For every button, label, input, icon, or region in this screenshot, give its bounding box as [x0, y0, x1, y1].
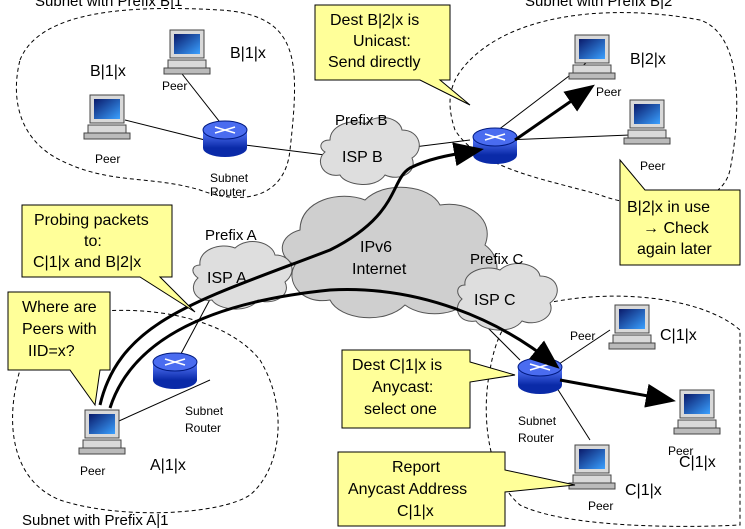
peer-b1-top-icon — [163, 29, 211, 75]
router-b1-label-1: Subnet — [210, 171, 249, 185]
internet-label-2: Internet — [352, 261, 407, 278]
callout-in-use-line1: B|2|x in use — [627, 199, 710, 216]
computers — [78, 29, 721, 490]
isp-c-label: ISP C — [474, 292, 516, 309]
callout-where-peers-line3: IID=x? — [28, 343, 75, 360]
callout-in-use-line2: → Check — [643, 220, 710, 237]
callout-dest-b2x-line3: Send directly — [328, 54, 421, 71]
subnet-b2-title: Subnet with Prefix B|2 — [525, 0, 672, 10]
router-c1-label-1: Subnet — [518, 414, 557, 428]
isp-a-label: ISP A — [207, 270, 247, 287]
router-a1-label-2: Router — [185, 421, 221, 435]
callout-in-use: B|2|x in use → Check again later — [619, 158, 741, 266]
peer-c1-right-peer: Peer — [668, 444, 693, 458]
subnet-a1-title: Subnet with Prefix A|1 — [22, 512, 168, 529]
ipv6-internet-cloud: IPv6 Internet — [282, 186, 498, 319]
isp-c-cloud: ISP C — [457, 262, 558, 331]
callout-where-peers: Where are Peers with IID=x? — [7, 291, 111, 407]
callout-dest-b2x: Dest B|2|x is Unicast: Send directly — [314, 4, 471, 106]
callout-probing-line2: to: — [84, 233, 102, 250]
callout-dest-c1x-line1: Dest C|1|x is — [352, 357, 442, 374]
router-a1-label-1: Subnet — [185, 404, 224, 418]
peer-c1-bottom-icon — [568, 444, 616, 490]
callout-report-line2: Anycast Address — [348, 481, 467, 498]
router-b1 — [202, 120, 248, 157]
peer-b1-left-name: B|1|x — [90, 63, 126, 80]
router-a1 — [152, 352, 198, 389]
peer-c1-bottom-name: C|1|x — [625, 482, 662, 499]
router-c1-label-2: Router — [518, 431, 554, 445]
subnet-b1-title: Subnet with Prefix B|1 — [35, 0, 182, 10]
callout-dest-c1x-line2: Anycast: — [372, 379, 433, 396]
callout-probing: Probing packets to: C|1|x and B|2|x — [21, 204, 196, 313]
peer-b1-top-name: B|1|x — [230, 45, 266, 62]
peer-b2-bottom-peer: Peer — [640, 159, 665, 173]
isp-b-cloud: ISP B — [320, 116, 420, 185]
callout-report-line3: C|1|x — [397, 503, 434, 520]
peer-c1-top-peer: Peer — [570, 329, 595, 343]
peer-c1-right-name: C|1|x — [679, 454, 716, 471]
router-b1-label-2: Router — [210, 185, 246, 199]
callout-report: Report Anycast Address C|1|x — [337, 451, 576, 527]
peer-a1-peer: Peer — [80, 464, 105, 478]
peer-b1-top-peer: Peer — [162, 79, 187, 93]
callout-in-use-line3: again later — [637, 241, 712, 258]
router-b2 — [472, 127, 518, 164]
internet-label-1: IPv6 — [360, 239, 392, 256]
peer-b1-left-peer: Peer — [95, 152, 120, 166]
peer-c1-top-icon — [608, 304, 656, 350]
peer-c1-bottom-peer: Peer — [588, 499, 613, 513]
callout-dest-b2x-line1: Dest B|2|x is — [330, 12, 419, 29]
callout-probing-line1: Probing packets — [34, 212, 149, 229]
prefix-a-label: Prefix A — [205, 227, 257, 244]
callout-where-peers-line1: Where are — [22, 299, 97, 316]
peer-a1-name: A|1|x — [150, 457, 186, 474]
isp-b-label: ISP B — [342, 149, 383, 166]
callout-probing-line3: C|1|x and B|2|x — [33, 254, 141, 271]
peer-a1-icon — [78, 409, 126, 455]
peer-b2-top-name: B|2|x — [630, 51, 666, 68]
subnet-a1-region — [12, 309, 279, 514]
peer-b2-top-icon — [568, 34, 616, 80]
prefix-b-label: Prefix B — [335, 112, 388, 129]
peer-c1-right-icon — [673, 389, 721, 435]
probe-paths — [98, 84, 676, 409]
subnet-b1-region — [15, 7, 296, 198]
peer-c1-top-name: C|1|x — [660, 327, 697, 344]
callout-where-peers-line2: Peers with — [22, 321, 97, 338]
prefix-c-label: Prefix C — [470, 251, 524, 268]
peer-b1-left-icon — [83, 94, 131, 140]
peer-b2-bottom-icon — [623, 99, 671, 145]
callout-report-line1: Report — [392, 459, 441, 476]
callout-dest-c1x-line3: select one — [364, 401, 437, 418]
peer-b2-top-peer: Peer — [596, 85, 621, 99]
callout-dest-c1x: Dest C|1|x is Anycast: select one — [341, 349, 516, 429]
callout-dest-b2x-line2: Unicast: — [353, 33, 411, 50]
